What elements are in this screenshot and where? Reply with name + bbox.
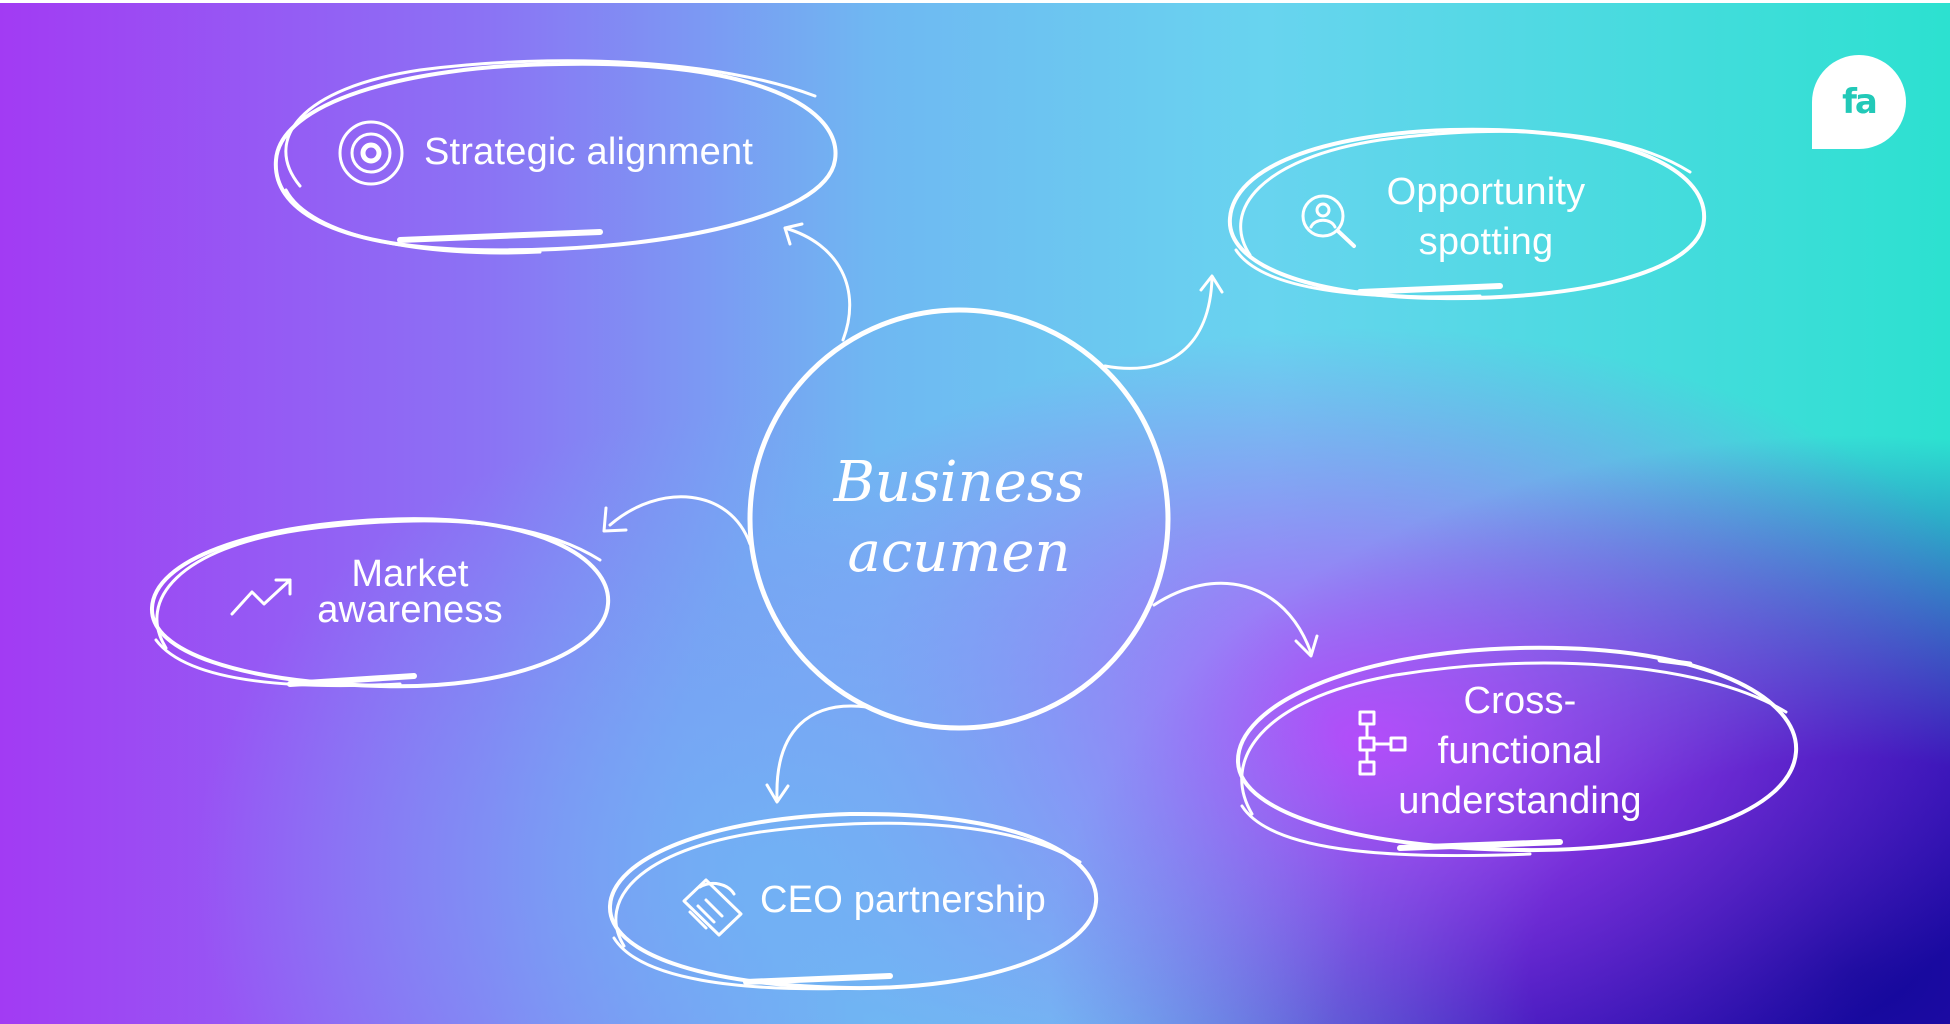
node-opportunity-line1: Opportunity xyxy=(1386,171,1586,213)
node-cross-line1: Cross- xyxy=(1463,680,1577,722)
flowchart-icon xyxy=(1358,710,1407,776)
brand-logo-text: fa xyxy=(1842,82,1878,122)
node-ceo-label: CEO partnership xyxy=(760,879,1047,921)
center-title: Business acumen xyxy=(800,448,1118,588)
center-title-line2: acumen xyxy=(847,520,1071,585)
node-cross-line2: functional xyxy=(1437,730,1603,772)
center-circle xyxy=(747,307,1171,731)
connector-ceo-arrowhead xyxy=(765,783,790,804)
connector-market xyxy=(608,495,752,546)
node-opportunity-line2: spotting xyxy=(1418,221,1554,263)
target-icon xyxy=(338,120,404,186)
node-market-line1: Market xyxy=(351,553,469,595)
connector-cross-arrowhead xyxy=(1294,634,1319,658)
connector-opportunity xyxy=(1103,276,1214,370)
node-market-label: Market awareness xyxy=(300,553,520,631)
connectors xyxy=(602,222,1319,804)
search-person-icon xyxy=(1301,194,1356,248)
trend-up-icon xyxy=(230,578,292,616)
node-strategic-label: Strategic alignment xyxy=(424,131,754,173)
oval-cross xyxy=(1235,645,1799,858)
connector-ceo xyxy=(775,704,869,800)
node-cross-label: Cross- functional understanding xyxy=(1380,676,1660,826)
node-market-line2: awareness xyxy=(317,589,503,631)
brand-logo: fa xyxy=(1812,55,1906,149)
oval-market xyxy=(149,517,611,689)
center-title-line1: Business xyxy=(833,450,1085,515)
oval-ceo xyxy=(607,811,1099,991)
handshake-icon xyxy=(682,878,743,937)
connector-cross xyxy=(1152,581,1313,655)
connector-strategic-arrowhead xyxy=(783,222,804,246)
oval-opportunity xyxy=(1227,127,1707,301)
connector-strategic xyxy=(783,226,852,342)
node-cross-line3: understanding xyxy=(1398,780,1642,822)
connector-market-arrowhead xyxy=(602,506,628,533)
connector-opportunity-arrowhead xyxy=(1199,274,1224,294)
oval-strategic xyxy=(273,59,838,255)
node-opportunity-label: Opportunity spotting xyxy=(1356,170,1616,264)
